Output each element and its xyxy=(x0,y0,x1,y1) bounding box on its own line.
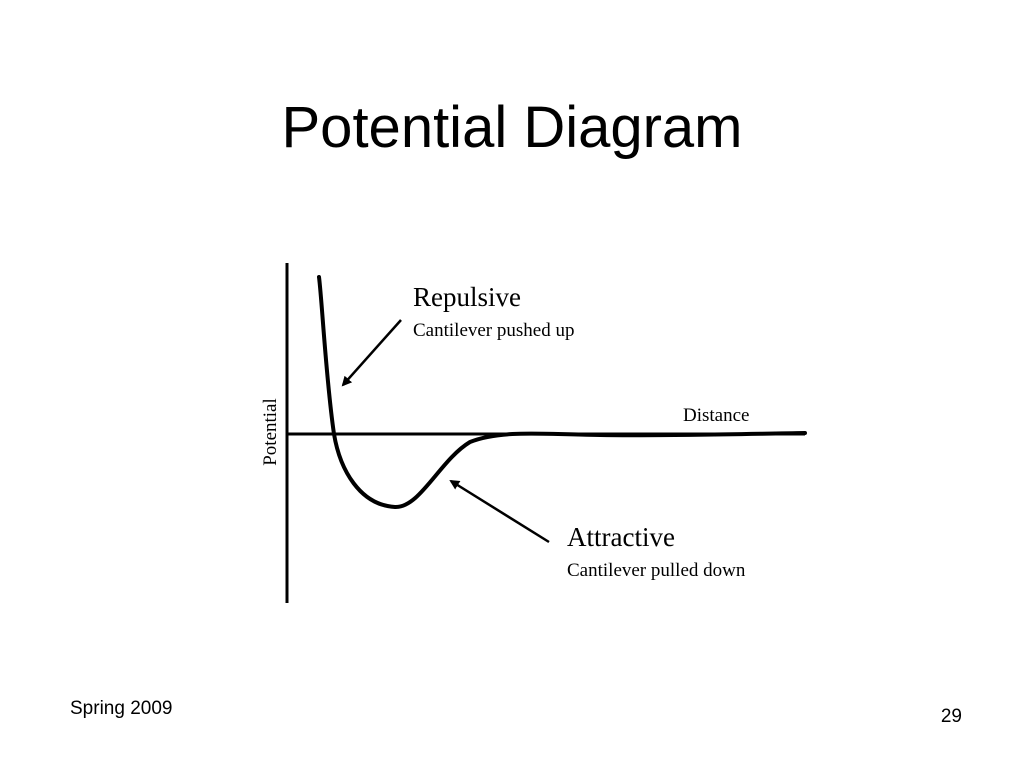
repulsive-arrow xyxy=(341,319,402,387)
y-axis-label: Potential xyxy=(260,398,281,466)
attractive-heading: Attractive xyxy=(567,522,675,552)
attractive-arrow xyxy=(449,479,550,544)
x-axis-label: Distance xyxy=(683,405,749,426)
page-number: 29 xyxy=(940,706,962,727)
attractive-caption: Cantilever pulled down xyxy=(567,560,746,581)
repulsive-caption: Cantilever pushed up xyxy=(413,320,574,341)
potential-curve xyxy=(317,275,807,510)
repulsive-heading: Repulsive xyxy=(413,282,521,312)
slide-title: Potential Diagram xyxy=(281,95,743,160)
footer-date: Spring 2009 xyxy=(70,698,173,719)
